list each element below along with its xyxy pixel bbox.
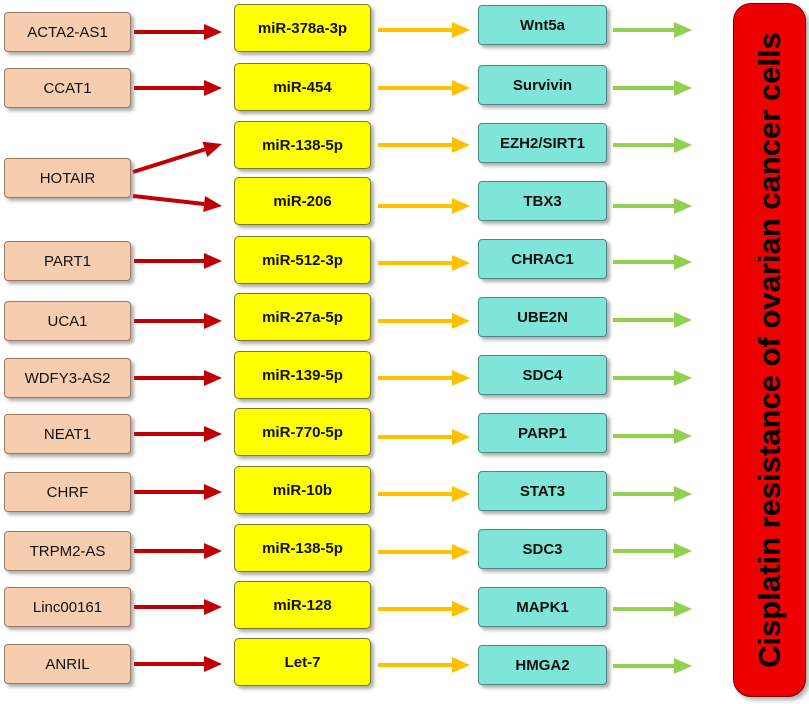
mirna-box: miR-770-5p [234,408,371,456]
arrow-lncrna-to-mirna-head [204,543,222,559]
mirna-box: Let-7 [234,638,371,686]
arrow-target-to-outcome-head [674,658,692,674]
mirna-box: miR-454 [234,63,371,111]
arrow-mirna-to-target-head [452,370,470,386]
mirna-box: miR-378a-3p [234,4,371,52]
arrow-lncrna-to-mirna-head [204,24,222,40]
arrow-lncrna-to-mirna [132,194,205,206]
outcome-box: Cisplatin resistance of ovarian cancer c… [733,3,806,697]
target-box: EZH2/SIRT1 [478,123,607,163]
arrow-lncrna-to-mirna-head [204,313,222,329]
mirna-box: miR-138-5p [234,121,371,169]
lncrna-box: WDFY3-AS2 [4,358,131,398]
arrow-target-to-outcome-head [674,543,692,559]
arrow-lncrna-to-mirna-head [204,253,222,269]
target-box: CHRAC1 [478,239,607,279]
arrow-mirna-to-target-head [452,137,470,153]
lncrna-box: UCA1 [4,301,131,341]
mirna-box: miR-206 [234,177,371,225]
mirna-box: miR-27a-5p [234,293,371,341]
arrow-target-to-outcome-head [674,486,692,502]
arrow-lncrna-to-mirna-head [204,426,222,442]
arrow-target-to-outcome-head [674,254,692,270]
target-box: HMGA2 [478,645,607,685]
outcome-label: Cisplatin resistance of ovarian cancer c… [751,32,787,668]
arrow-mirna-to-target-head [452,544,470,560]
arrow-mirna-to-target-head [452,486,470,502]
mirna-box: miR-512-3p [234,236,371,284]
arrow-mirna-to-target-head [452,657,470,673]
target-box: PARP1 [478,413,607,453]
arrow-target-to-outcome-head [674,22,692,38]
target-box: STAT3 [478,471,607,511]
lncrna-box: ANRIL [4,644,131,684]
arrow-target-to-outcome-head [674,198,692,214]
lncrna-box: HOTAIR [4,158,131,198]
mirna-box: miR-138-5p [234,524,371,572]
mirna-box: miR-128 [234,581,371,629]
mirna-box: miR-139-5p [234,351,371,399]
arrow-mirna-to-target-head [452,601,470,617]
mirna-box: miR-10b [234,466,371,514]
lncrna-box: NEAT1 [4,414,131,454]
arrow-target-to-outcome-head [674,370,692,386]
lncrna-box: PART1 [4,241,131,281]
target-box: Wnt5a [478,5,607,45]
arrow-mirna-to-target-head [452,80,470,96]
arrow-target-to-outcome-head [674,137,692,153]
lncrna-box: TRPM2-AS [4,531,131,571]
arrow-target-to-outcome-head [674,601,692,617]
lncrna-box: CCAT1 [4,68,131,108]
arrow-mirna-to-target-head [452,255,470,271]
arrow-lncrna-to-mirna-head [204,656,222,672]
arrow-mirna-to-target-head [452,429,470,445]
target-box: SDC4 [478,355,607,395]
arrow-lncrna-to-mirna-head [202,141,222,158]
target-box: TBX3 [478,181,607,221]
arrow-lncrna-to-mirna-head [204,484,222,500]
arrow-target-to-outcome-head [674,428,692,444]
arrow-target-to-outcome-head [674,312,692,328]
arrow-mirna-to-target-head [452,22,470,38]
arrow-mirna-to-target-head [452,198,470,214]
arrow-target-to-outcome-head [674,80,692,96]
arrow-lncrna-to-mirna-head [204,599,222,615]
arrow-lncrna-to-mirna-head [204,370,222,386]
lncrna-box: Linc00161 [4,587,131,627]
arrow-lncrna-to-mirna-head [204,80,222,96]
target-box: UBE2N [478,297,607,337]
lncrna-box: ACTA2-AS1 [4,12,131,52]
target-box: SDC3 [478,529,607,569]
arrow-lncrna-to-mirna [132,147,206,174]
arrow-lncrna-to-mirna-head [203,196,222,212]
arrow-mirna-to-target-head [452,313,470,329]
lncrna-box: CHRF [4,472,131,512]
target-box: MAPK1 [478,587,607,627]
target-box: Survivin [478,65,607,105]
